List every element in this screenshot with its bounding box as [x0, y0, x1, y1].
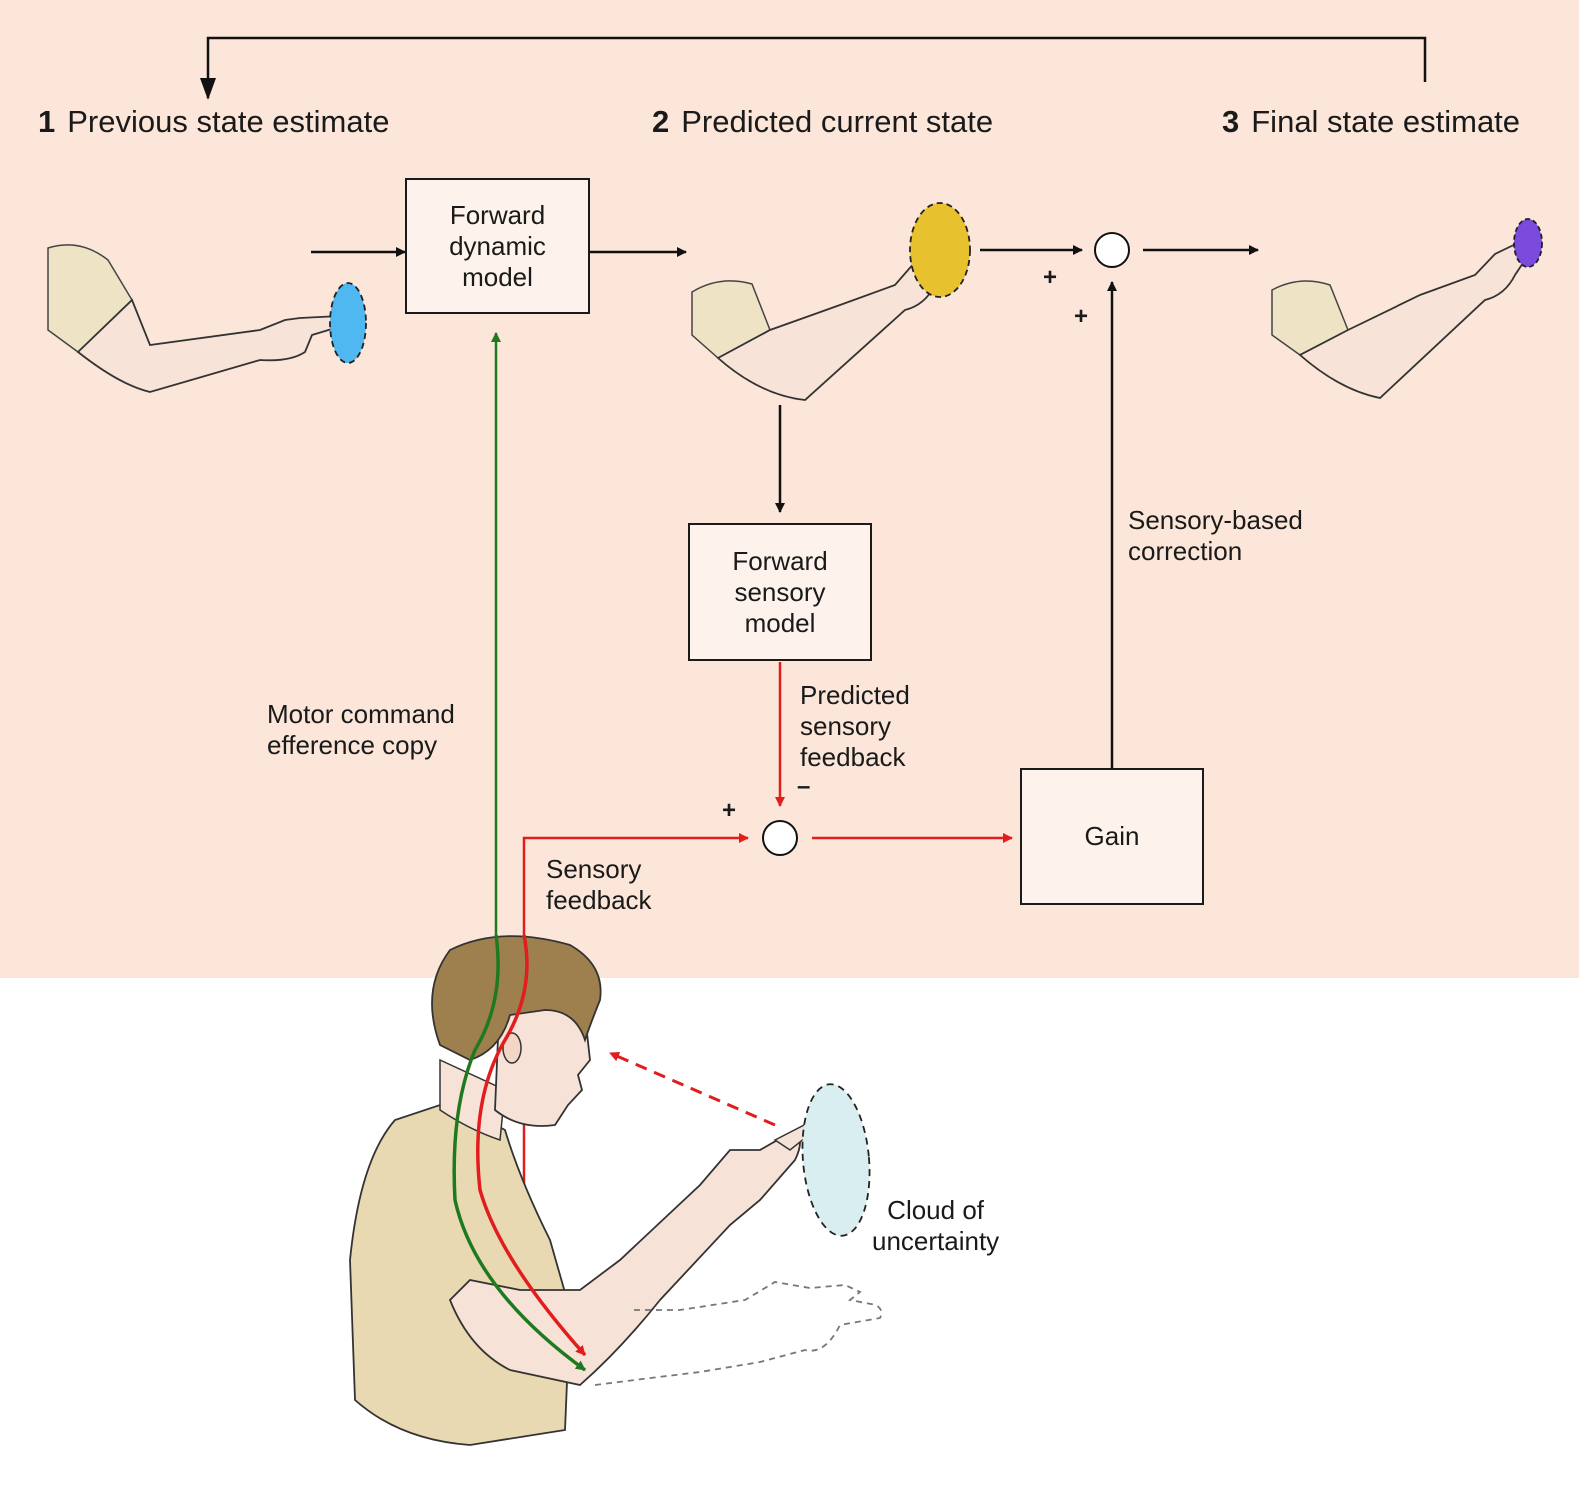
loop-back-arrow — [206, 36, 1427, 98]
lower-junction-minus: – — [797, 773, 811, 800]
cloud-of-uncertainty-label: Cloud of uncertainty — [872, 1195, 999, 1257]
uncertainty-cloud — [801, 1083, 871, 1237]
predicted-sensory-feedback-line-1: Predicted — [800, 680, 910, 710]
gain-box: Gain — [1020, 768, 1204, 905]
upper-junction-plus-left: + — [1043, 264, 1058, 291]
sensory-feedback-label: Sensory feedback — [546, 854, 652, 916]
stage-2-number: 2 — [652, 104, 670, 139]
sensory-based-correction-label: Sensory-based correction — [1128, 505, 1303, 567]
lower-junction-plus: + — [722, 797, 737, 824]
forward-sensory-model-box: Forward sensory model — [688, 523, 872, 661]
forward-dynamic-model-line-1: Forward — [449, 199, 546, 230]
sensory-based-correction-line-1: Sensory-based — [1128, 505, 1303, 535]
lower-summing-junction — [762, 820, 798, 856]
previous-estimate-ellipse — [329, 282, 367, 364]
stage-1-number: 1 — [38, 104, 56, 139]
motor-command-line-2: efference copy — [267, 730, 438, 760]
arm-final-state — [1271, 238, 1536, 399]
predicted-state-ellipse — [909, 202, 971, 298]
predicted-sensory-feedback-label: Predicted sensory feedback — [800, 680, 910, 773]
sensory-feedback-path — [476, 934, 587, 1357]
motor-command-path — [452, 934, 587, 1372]
upper-summing-junction — [1094, 232, 1130, 268]
arm-previous-state — [47, 244, 347, 393]
person-figure — [349, 935, 883, 1446]
stage-3-number: 3 — [1222, 104, 1240, 139]
background-panel — [0, 0, 1579, 978]
sensory-based-correction-line-2: correction — [1128, 536, 1243, 566]
motor-command-label: Motor command efference copy — [267, 699, 455, 761]
upper-junction-plus-bottom: + — [1074, 303, 1089, 330]
stage-1-label: Previous state estimate — [67, 104, 390, 139]
loop-back-arrowhead — [200, 78, 216, 100]
predicted-sensory-feedback-line-3: feedback — [800, 742, 906, 772]
forward-dynamic-model-line-3: model — [462, 261, 533, 292]
sensory-feedback-line-1: Sensory — [546, 854, 642, 884]
predicted-sensory-feedback-line-2: sensory — [800, 711, 892, 741]
stage-3-header: 3 Final state estimate — [1222, 104, 1520, 140]
cloud-of-uncertainty-line-1: Cloud of — [887, 1195, 985, 1225]
sensory-feedback-line-2: feedback — [546, 885, 652, 915]
gain-label: Gain — [1084, 821, 1140, 851]
cloud-of-uncertainty-line-2: uncertainty — [872, 1226, 1000, 1256]
final-estimate-ellipse — [1513, 218, 1543, 268]
forward-sensory-model-line-3: model — [744, 607, 816, 638]
motor-command-line-1: Motor command — [267, 699, 455, 729]
stage-2-label: Predicted current state — [681, 104, 994, 139]
forward-sensory-model-line-1: Forward — [732, 545, 828, 576]
visual-feedback-arrow — [609, 1051, 776, 1127]
forward-dynamic-model-box: Forward dynamic model — [405, 178, 590, 314]
stage-2-header: 2 Predicted current state — [652, 104, 993, 140]
forward-dynamic-model-line-2: dynamic — [449, 230, 546, 261]
arm-predicted-state — [691, 247, 956, 401]
stage-3-label: Final state estimate — [1251, 104, 1521, 139]
stage-1-header: 1 Previous state estimate — [38, 104, 389, 140]
forward-sensory-model-line-2: sensory — [734, 576, 826, 607]
